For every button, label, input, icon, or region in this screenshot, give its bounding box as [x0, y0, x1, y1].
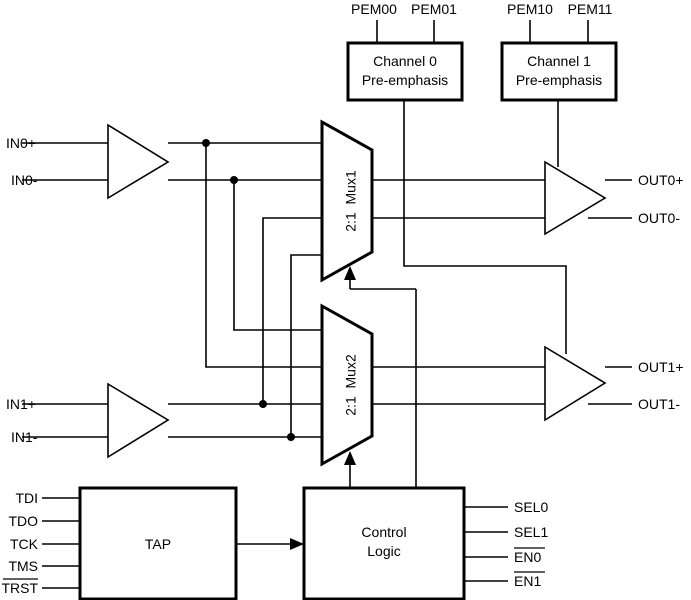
- pin-tck: TCK: [10, 536, 39, 552]
- control-subtitle: Logic: [367, 543, 400, 559]
- channel1-preemphasis-block: Channel 1 Pre-emphasis: [500, 41, 618, 102]
- junction-dot: [287, 433, 295, 441]
- pin-in1p: IN1+: [6, 396, 36, 412]
- tap-block: TAP: [78, 486, 238, 600]
- pin-en0: EN0: [514, 549, 541, 565]
- pin-tdi: TDI: [15, 490, 38, 506]
- mux1: 2:1 Mux1: [320, 119, 374, 283]
- mux2: 2:1 Mux2: [320, 303, 374, 467]
- pin-sel0: SEL0: [514, 499, 548, 515]
- input-buffer-1: [107, 382, 170, 459]
- pin-pem00: PEM00: [351, 1, 397, 17]
- channel1-title: Channel 1: [527, 53, 591, 69]
- channel0-preemphasis-block: Channel 0 Pre-emphasis: [346, 41, 464, 102]
- pin-pem11: PEM11: [568, 1, 613, 17]
- mux2-label: 2:1 Mux2: [343, 354, 359, 416]
- input-buffer-0: [107, 123, 170, 200]
- pin-pem01: PEM01: [411, 1, 457, 17]
- arrow-right-control-icon: [290, 538, 304, 550]
- control-logic-block: Control Logic: [302, 486, 466, 600]
- pin-out0n: OUT0-: [638, 210, 680, 226]
- arrow-up-mux1-icon: [344, 266, 356, 280]
- pin-in0n: IN0-: [11, 172, 38, 188]
- channel1-subtitle: Pre-emphasis: [516, 72, 602, 88]
- pin-trst: TRST: [1, 580, 38, 596]
- channel0-subtitle: Pre-emphasis: [362, 72, 448, 88]
- pin-pem10: PEM10: [507, 1, 553, 17]
- arrow-up-mux2-icon: [344, 451, 356, 465]
- pin-in1n: IN1-: [11, 429, 38, 445]
- junction-dot: [259, 400, 267, 408]
- pin-out0p: OUT0+: [638, 172, 684, 188]
- pin-en1: EN1: [514, 573, 541, 589]
- junction-dot: [230, 176, 238, 184]
- output-buffer-1: [544, 345, 607, 422]
- output-buffer-0: [544, 160, 607, 236]
- junction-dot: [202, 139, 210, 147]
- pin-tdo: TDO: [8, 513, 38, 529]
- control-title: Control: [361, 524, 406, 540]
- channel0-title: Channel 0: [373, 53, 437, 69]
- pin-tms: TMS: [8, 558, 38, 574]
- mux1-label: 2:1 Mux1: [343, 170, 359, 232]
- tap-label: TAP: [145, 536, 171, 552]
- pin-out1p: OUT1+: [638, 359, 684, 375]
- pin-sel1: SEL1: [514, 524, 548, 540]
- pin-out1n: OUT1-: [638, 396, 680, 412]
- pin-in0p: IN0+: [6, 135, 36, 151]
- wires: [22, 20, 632, 589]
